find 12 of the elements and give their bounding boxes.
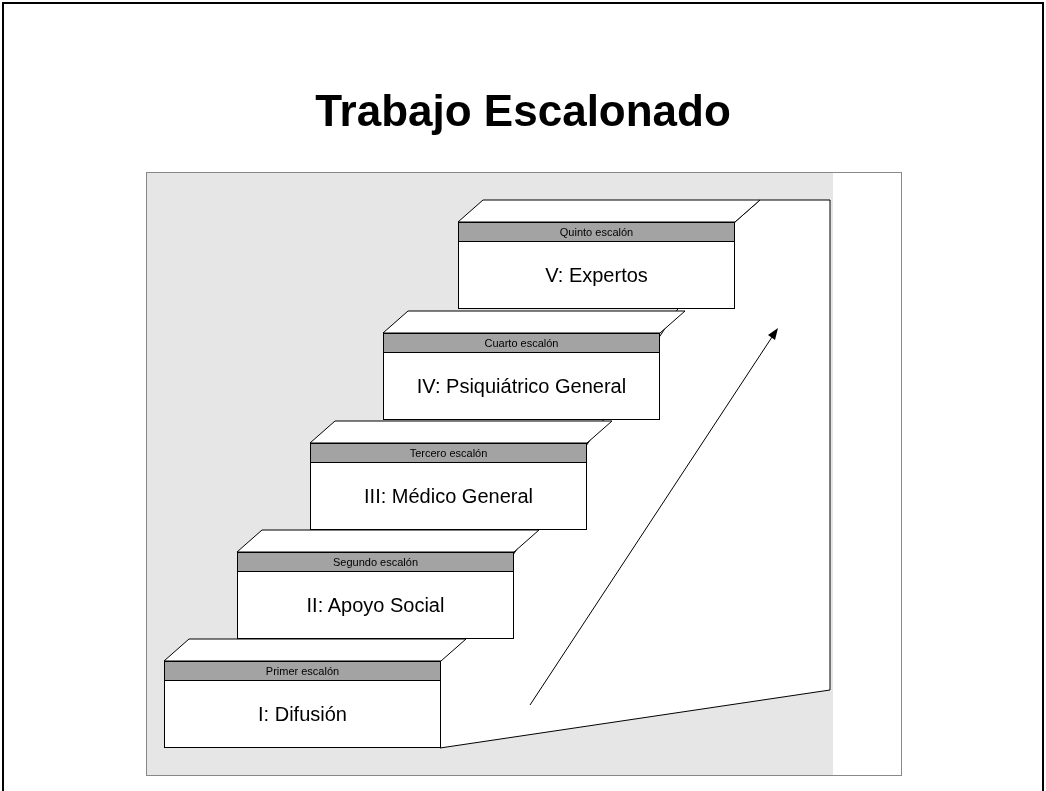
stair-step [383, 333, 660, 420]
title: Trabajo Escalonado [314, 85, 732, 137]
step-label: I: Difusión [164, 681, 441, 748]
step-header: Segundo escalón [237, 552, 514, 572]
stair-step [458, 222, 735, 309]
step-header: Quinto escalón [458, 222, 735, 242]
stair-step [310, 443, 587, 530]
step-header: Primer escalón [164, 661, 441, 681]
step-header: Tercero escalón [310, 443, 587, 463]
stair-step [237, 552, 514, 639]
step-header: Cuarto escalón [383, 333, 660, 353]
stair-step [164, 661, 441, 748]
